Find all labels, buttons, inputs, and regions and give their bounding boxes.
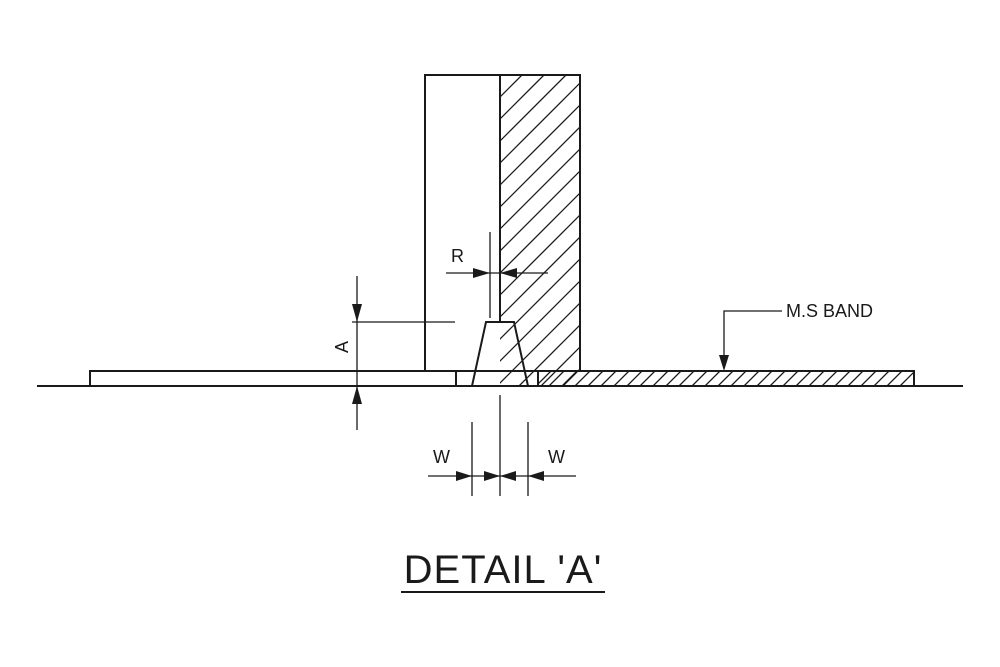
hatch-line — [500, 280, 580, 362]
hatch-line — [756, 371, 773, 386]
hatch-line — [500, 126, 580, 208]
band-leader: M.S BAND — [719, 301, 873, 371]
hatch-line — [704, 371, 721, 386]
ms-band — [537, 370, 915, 387]
hatch-line — [500, 214, 580, 296]
hatch-line — [691, 371, 708, 386]
hatch-line — [873, 371, 890, 386]
hatch-line — [626, 371, 643, 386]
hatch-line — [821, 371, 838, 386]
hatch-line — [500, 302, 580, 384]
hatch-line — [500, 75, 501, 76]
hatch-line — [639, 371, 656, 386]
hatch-line — [500, 258, 580, 340]
hatch-line — [518, 324, 580, 386]
post-hatch — [500, 75, 896, 386]
hatch-line — [847, 371, 864, 386]
hatch-line — [899, 371, 914, 386]
hatch-line — [538, 371, 552, 385]
band-label: M.S BAND — [786, 301, 873, 321]
hatch-line — [548, 371, 565, 386]
hatch-line — [717, 371, 734, 386]
dimension-w-right-label: W — [548, 447, 565, 467]
vertical-member — [424, 74, 581, 372]
hatch-line — [500, 75, 523, 98]
hatch-line — [652, 371, 669, 386]
hatch-line — [585, 75, 896, 386]
dimension-a-label: A — [332, 341, 352, 353]
hatch-line — [500, 236, 580, 318]
hatch-line — [860, 371, 877, 386]
hatch-line — [500, 192, 580, 274]
hatch-line — [574, 371, 591, 386]
hatch-line — [782, 371, 799, 386]
dimension-a: A — [332, 276, 455, 430]
detail-title: DETAIL 'A' — [404, 548, 603, 592]
dimension-w: W W — [428, 395, 576, 496]
hatch-line — [500, 170, 580, 252]
hatch-line — [926, 371, 941, 386]
hatch-line — [743, 371, 760, 386]
hatch-line — [665, 371, 682, 386]
dimension-r: R — [446, 232, 548, 318]
hatch-line — [912, 384, 914, 386]
hatch-line — [613, 371, 630, 386]
dimension-r-label: R — [451, 246, 464, 266]
hatch-line — [500, 75, 545, 120]
hatch-line — [587, 371, 604, 386]
groove-profile — [455, 321, 539, 387]
hatch-line — [600, 371, 617, 386]
hatch-line — [500, 82, 580, 164]
base-plate — [89, 370, 457, 387]
hatch-line — [886, 371, 903, 386]
hatch-line — [795, 371, 812, 386]
hatch-line — [678, 371, 695, 386]
hatch-line — [562, 368, 580, 386]
hatch-line — [834, 371, 851, 386]
hatch-line — [540, 346, 580, 386]
dimension-w-left-label: W — [433, 447, 450, 467]
hatch-line — [808, 371, 825, 386]
hatch-line — [500, 148, 580, 230]
hatch-line — [500, 104, 580, 186]
hatch-line — [500, 75, 567, 142]
band-hatch — [538, 371, 941, 386]
hatch-line — [730, 371, 747, 386]
hatch-line — [561, 371, 578, 386]
hatch-line — [769, 371, 786, 386]
